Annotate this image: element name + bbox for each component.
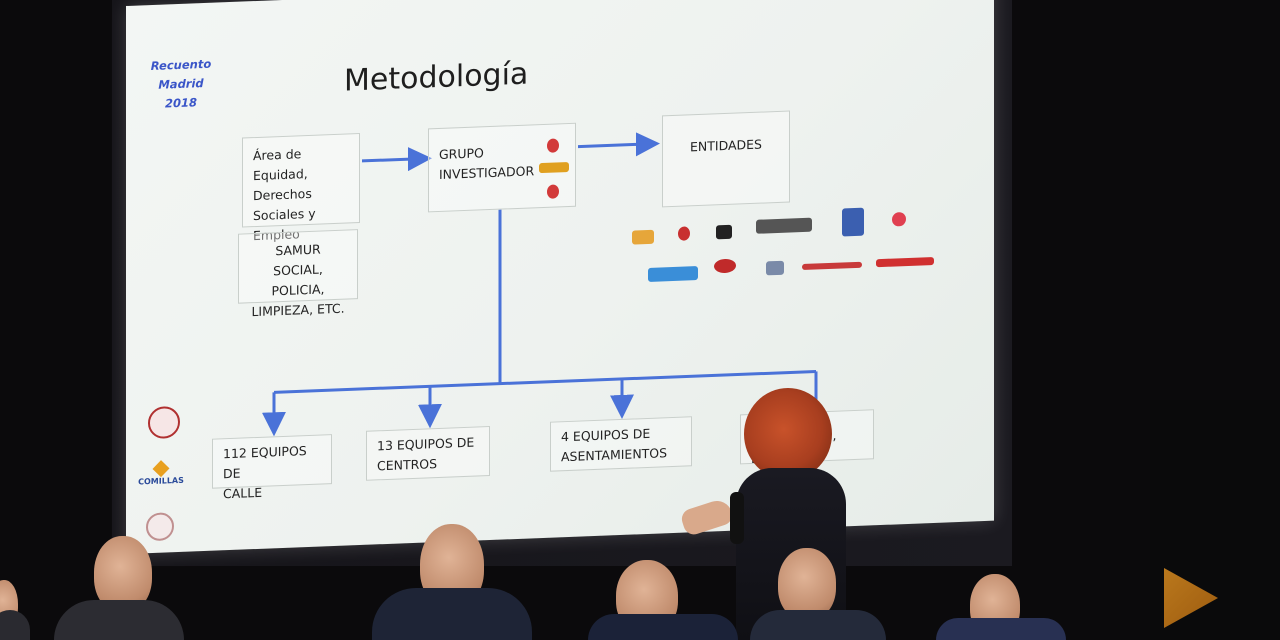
- asentamientos-line-2: ASENTAMIENTOS: [561, 445, 668, 465]
- connector-grupo-entidades: [578, 132, 660, 157]
- panelist-6-body: [936, 618, 1066, 640]
- samur-line-1: SAMUR SOCIAL,: [273, 241, 323, 279]
- panelist-4: [588, 530, 738, 640]
- grupo-logo-3: [547, 184, 559, 199]
- connector-horizontal-bar: [274, 369, 816, 394]
- box-equipos-asentamientos: 4 EQUIPOS DE ASENTAMIENTOS: [550, 416, 692, 472]
- box-equipos-centros: 13 EQUIPOS DE CENTROS: [366, 426, 490, 481]
- panelist-4-body: [588, 614, 738, 640]
- entidad-logo-5: [842, 207, 864, 237]
- panelist-3-body: [372, 588, 532, 640]
- entidad-logo-1: [632, 229, 654, 245]
- comillas-logo: COMILLAS: [132, 460, 190, 487]
- panelist-5-head: [778, 548, 836, 620]
- entidades-label: ENTIDADES: [690, 136, 762, 155]
- panel-audience: [0, 500, 1280, 640]
- entidad-logo-4: [756, 217, 812, 234]
- grupo-logo-2: [539, 161, 569, 174]
- panelist-3: [372, 510, 532, 640]
- projected-slide: Recuento Madrid 2018 Metodología Área de…: [126, 0, 994, 555]
- panelist-1: [0, 540, 50, 640]
- panelist-6: [936, 536, 1066, 640]
- calle-line-1: 112 EQUIPOS DE: [223, 443, 307, 482]
- microphone-icon: [730, 492, 744, 544]
- panelist-2: [54, 516, 184, 640]
- panelist-2-body: [54, 600, 184, 640]
- entidad-logo-3: [716, 224, 732, 240]
- box-area-equidad: Área de Equidad, Derechos Sociales y Emp…: [242, 133, 360, 243]
- centros-line-2: CENTROS: [377, 456, 438, 474]
- panelist-1-body: [0, 610, 30, 640]
- centros-line-1: 13 EQUIPOS DE: [377, 434, 475, 454]
- panelist-5-body: [750, 610, 886, 640]
- entidad-logo-9: [766, 260, 784, 276]
- comillas-star-icon: [152, 460, 170, 478]
- box-equipos-calle: 112 EQUIPOS DE CALLE: [212, 434, 332, 501]
- entidad-logo-7: [648, 266, 698, 282]
- box-samur-social: SAMUR SOCIAL, POLICIA, LIMPIEZA, ETC.: [238, 229, 358, 319]
- box-entidades: ENTIDADES: [662, 110, 790, 208]
- connector-area-to-grupo: [362, 147, 432, 172]
- samur-line-3: LIMPIEZA, ETC.: [251, 300, 345, 320]
- panelist-2-head: [94, 536, 152, 612]
- box-grupo-investigador: GRUPO INVESTIGADOR: [428, 122, 576, 213]
- panelist-5: [750, 524, 886, 640]
- presenter-hair: [744, 388, 832, 480]
- area-line-1: Área de Equidad,: [253, 146, 308, 184]
- diagram-connectors: [262, 132, 818, 437]
